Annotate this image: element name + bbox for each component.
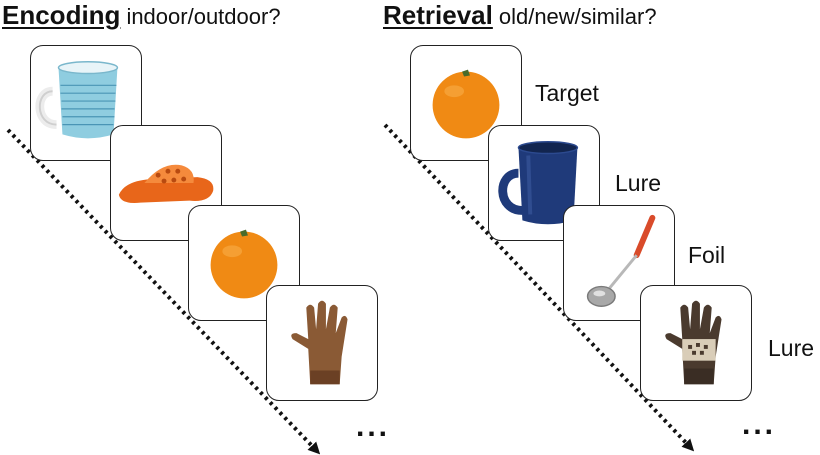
glove-icon bbox=[291, 300, 348, 385]
retrieval-phase-label: Retrieval bbox=[383, 0, 493, 30]
encoding-ellipsis: ... bbox=[356, 410, 391, 443]
orange-icon bbox=[210, 229, 278, 299]
knit-glove-icon bbox=[665, 300, 722, 385]
lure-label-1: Lure bbox=[615, 170, 662, 196]
lure-label-2: Lure bbox=[768, 335, 815, 361]
mug-icon bbox=[35, 61, 119, 139]
ladle-icon bbox=[586, 214, 656, 307]
retrieval-ellipsis: ... bbox=[742, 408, 777, 441]
foil-label: Foil bbox=[688, 242, 726, 268]
target-label: Target bbox=[535, 80, 599, 106]
encoding-card-mug bbox=[30, 45, 142, 161]
retrieval-card-knit-glove bbox=[640, 285, 752, 401]
encoding-question: indoor/outdoor? bbox=[126, 4, 281, 29]
encoding-phase-label: Encoding bbox=[2, 0, 121, 30]
encoding-card-glove bbox=[266, 285, 378, 401]
retrieval-card-mug bbox=[488, 125, 600, 241]
mug-icon bbox=[498, 141, 579, 225]
retrieval-question: old/new/similar? bbox=[498, 4, 657, 29]
sandal-icon bbox=[118, 164, 214, 203]
orange-icon bbox=[432, 69, 500, 139]
encoding-card-sandal bbox=[110, 125, 222, 241]
